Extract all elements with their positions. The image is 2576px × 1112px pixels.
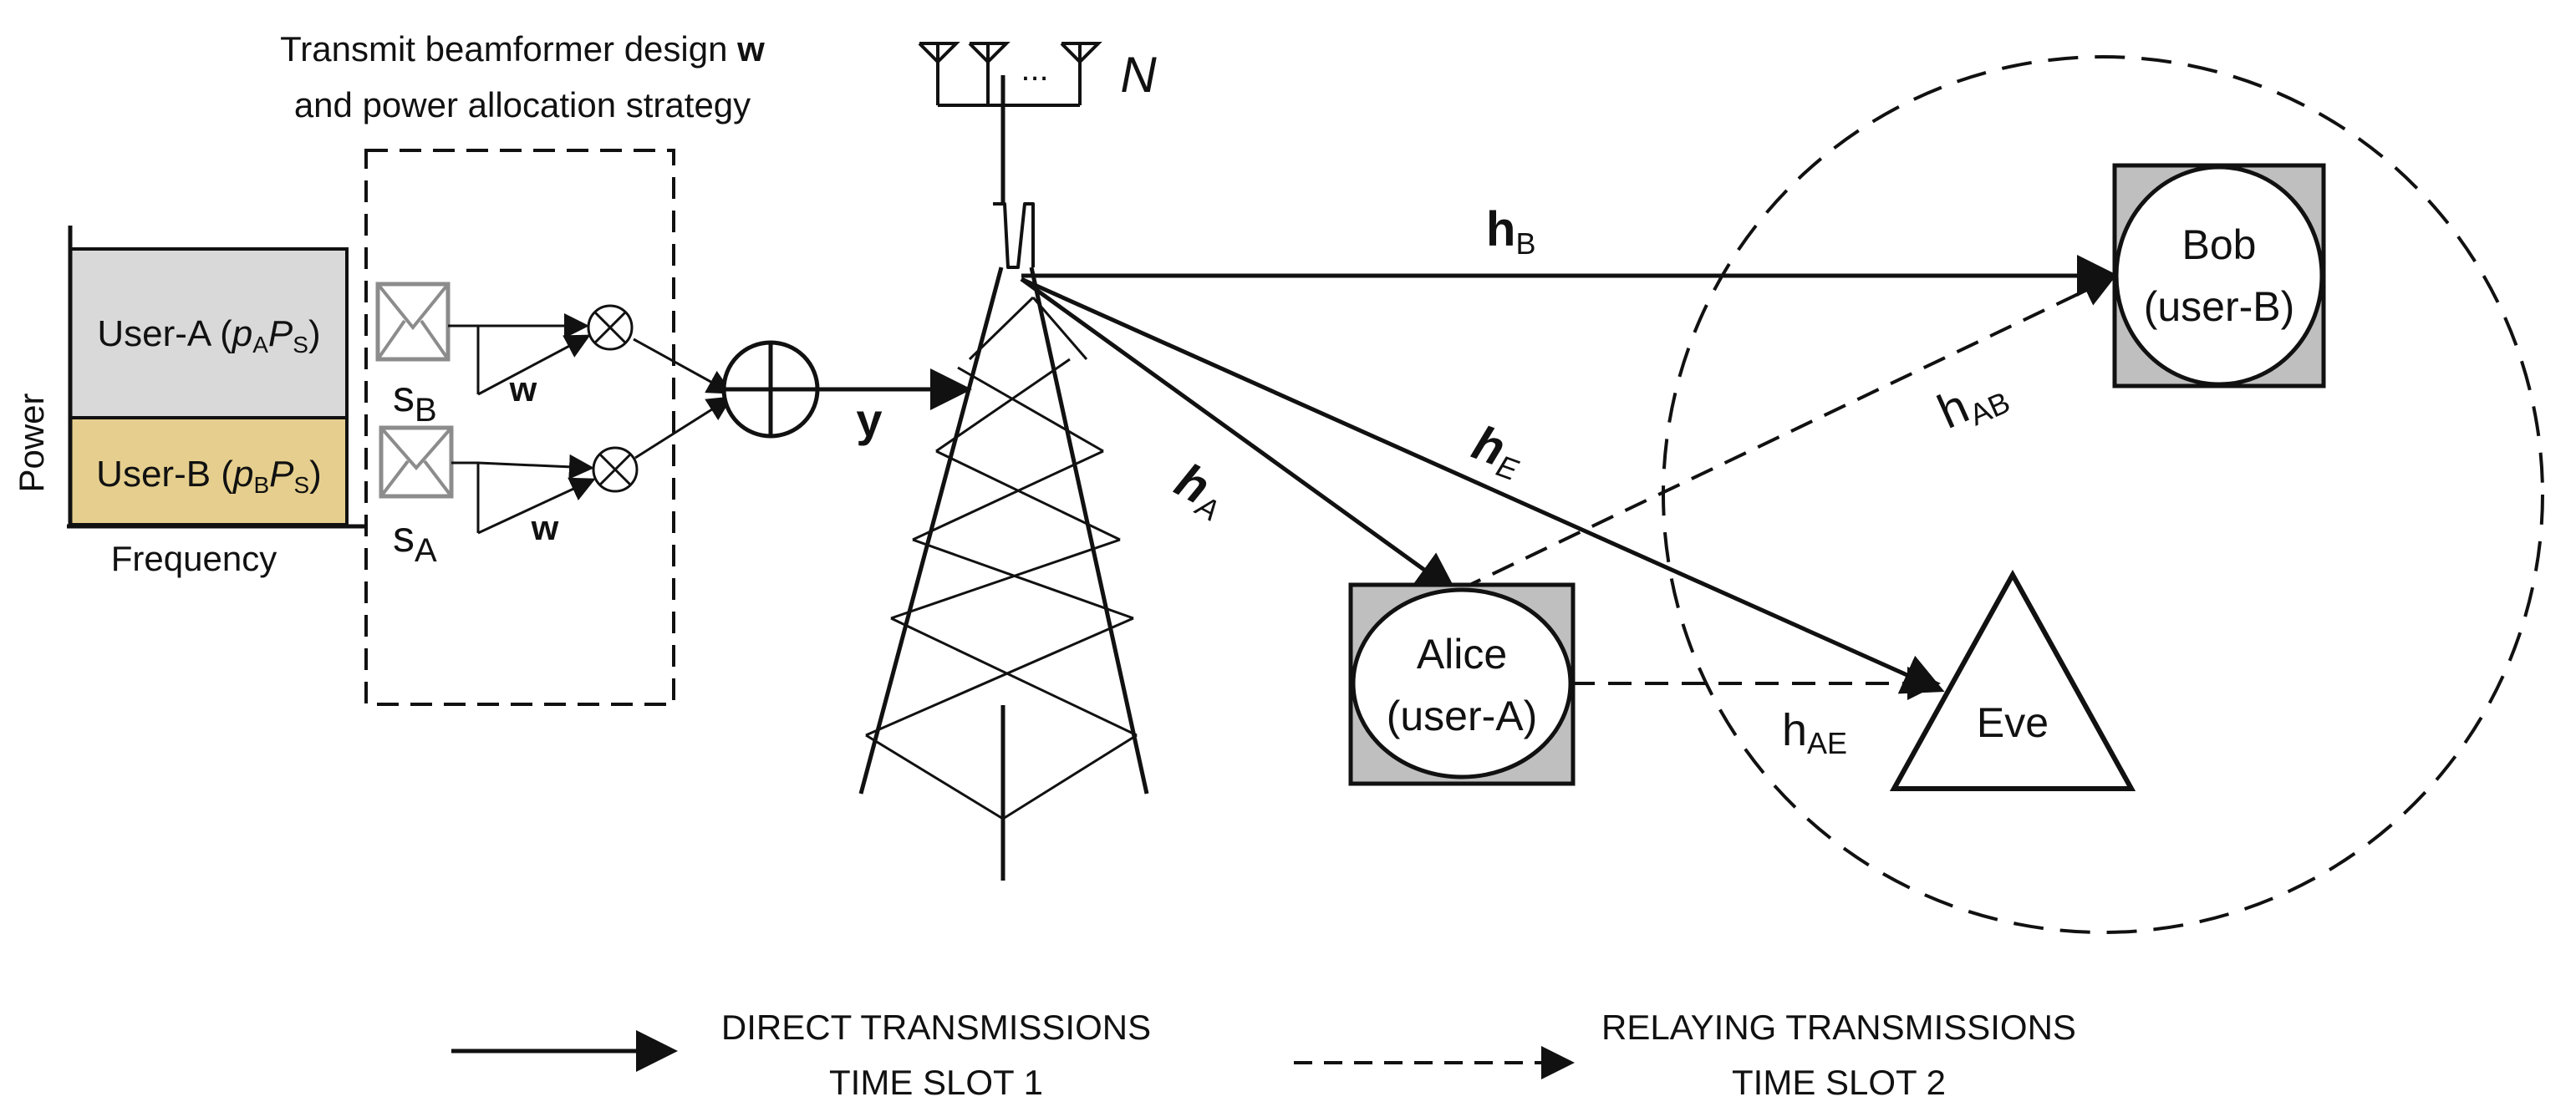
channel-he-label: hE <box>1464 415 1532 487</box>
coverage-area <box>1662 55 2544 934</box>
legend-direct-line2: TIME SLOT 1 <box>829 1063 1043 1102</box>
message-sb-label: sB <box>393 373 437 429</box>
caption-line1: Transmit beamformer design w <box>280 29 765 69</box>
beamformer-connections <box>448 313 733 535</box>
alice-label-line2: (user-A) <box>1387 693 1538 739</box>
legend-relay-line2: TIME SLOT 2 <box>1732 1063 1946 1102</box>
user-a-power-block <box>69 247 349 419</box>
bob-label-line1: Bob <box>2182 221 2257 268</box>
antenna-dots: ... <box>1021 51 1048 88</box>
multiplier-bottom-icon <box>592 446 639 493</box>
power-axis-label: Power <box>12 393 51 492</box>
alice-label-line1: Alice <box>1417 631 1507 678</box>
channel-ha-label: hA <box>1165 453 1236 528</box>
user-b-power-block <box>69 416 349 526</box>
spectrum-chart: User-A (pAPS) User-B (pBPS) Power Freque… <box>12 226 366 578</box>
base-station-tower-icon <box>858 75 1149 881</box>
legend-direct-line1: DIRECT TRANSMISSIONS <box>721 1008 1151 1047</box>
channel-hab-label: hAB <box>1930 363 2015 444</box>
weight-w-top-label: w <box>509 369 537 409</box>
multiplier-top-icon <box>587 304 634 351</box>
legend-relay-line1: RELAYING TRANSMISSIONS <box>1601 1008 2076 1047</box>
antenna-count-label: N <box>1120 47 1157 103</box>
user-b-label: User-B (pBPS) <box>96 454 322 498</box>
user-a-label: User-A (pAPS) <box>97 313 320 358</box>
frequency-axis-label: Frequency <box>111 539 277 578</box>
channel-hb-label: hB <box>1486 202 1535 261</box>
legend: DIRECT TRANSMISSIONS TIME SLOT 1 RELAYIN… <box>451 1008 2076 1102</box>
bob-label-line2: (user-B) <box>2144 283 2295 330</box>
weight-w-bottom-label: w <box>531 508 559 547</box>
beamformer-box <box>364 149 675 706</box>
channel-hae-label: hAE <box>1782 705 1847 760</box>
message-sa-label: sA <box>393 513 437 569</box>
bob-node <box>2112 163 2326 388</box>
eve-node <box>1889 569 2136 791</box>
output-y-label: y <box>856 394 882 446</box>
eve-label: Eve <box>1977 699 2049 746</box>
adder-icon <box>721 340 820 439</box>
caption-line2: and power allocation strategy <box>294 85 751 124</box>
message-sb-icon <box>375 282 451 362</box>
message-sa-icon <box>379 425 454 499</box>
alice-node <box>1348 582 1576 786</box>
antenna-array-icon <box>918 42 1102 107</box>
relay-links <box>1424 275 2116 700</box>
